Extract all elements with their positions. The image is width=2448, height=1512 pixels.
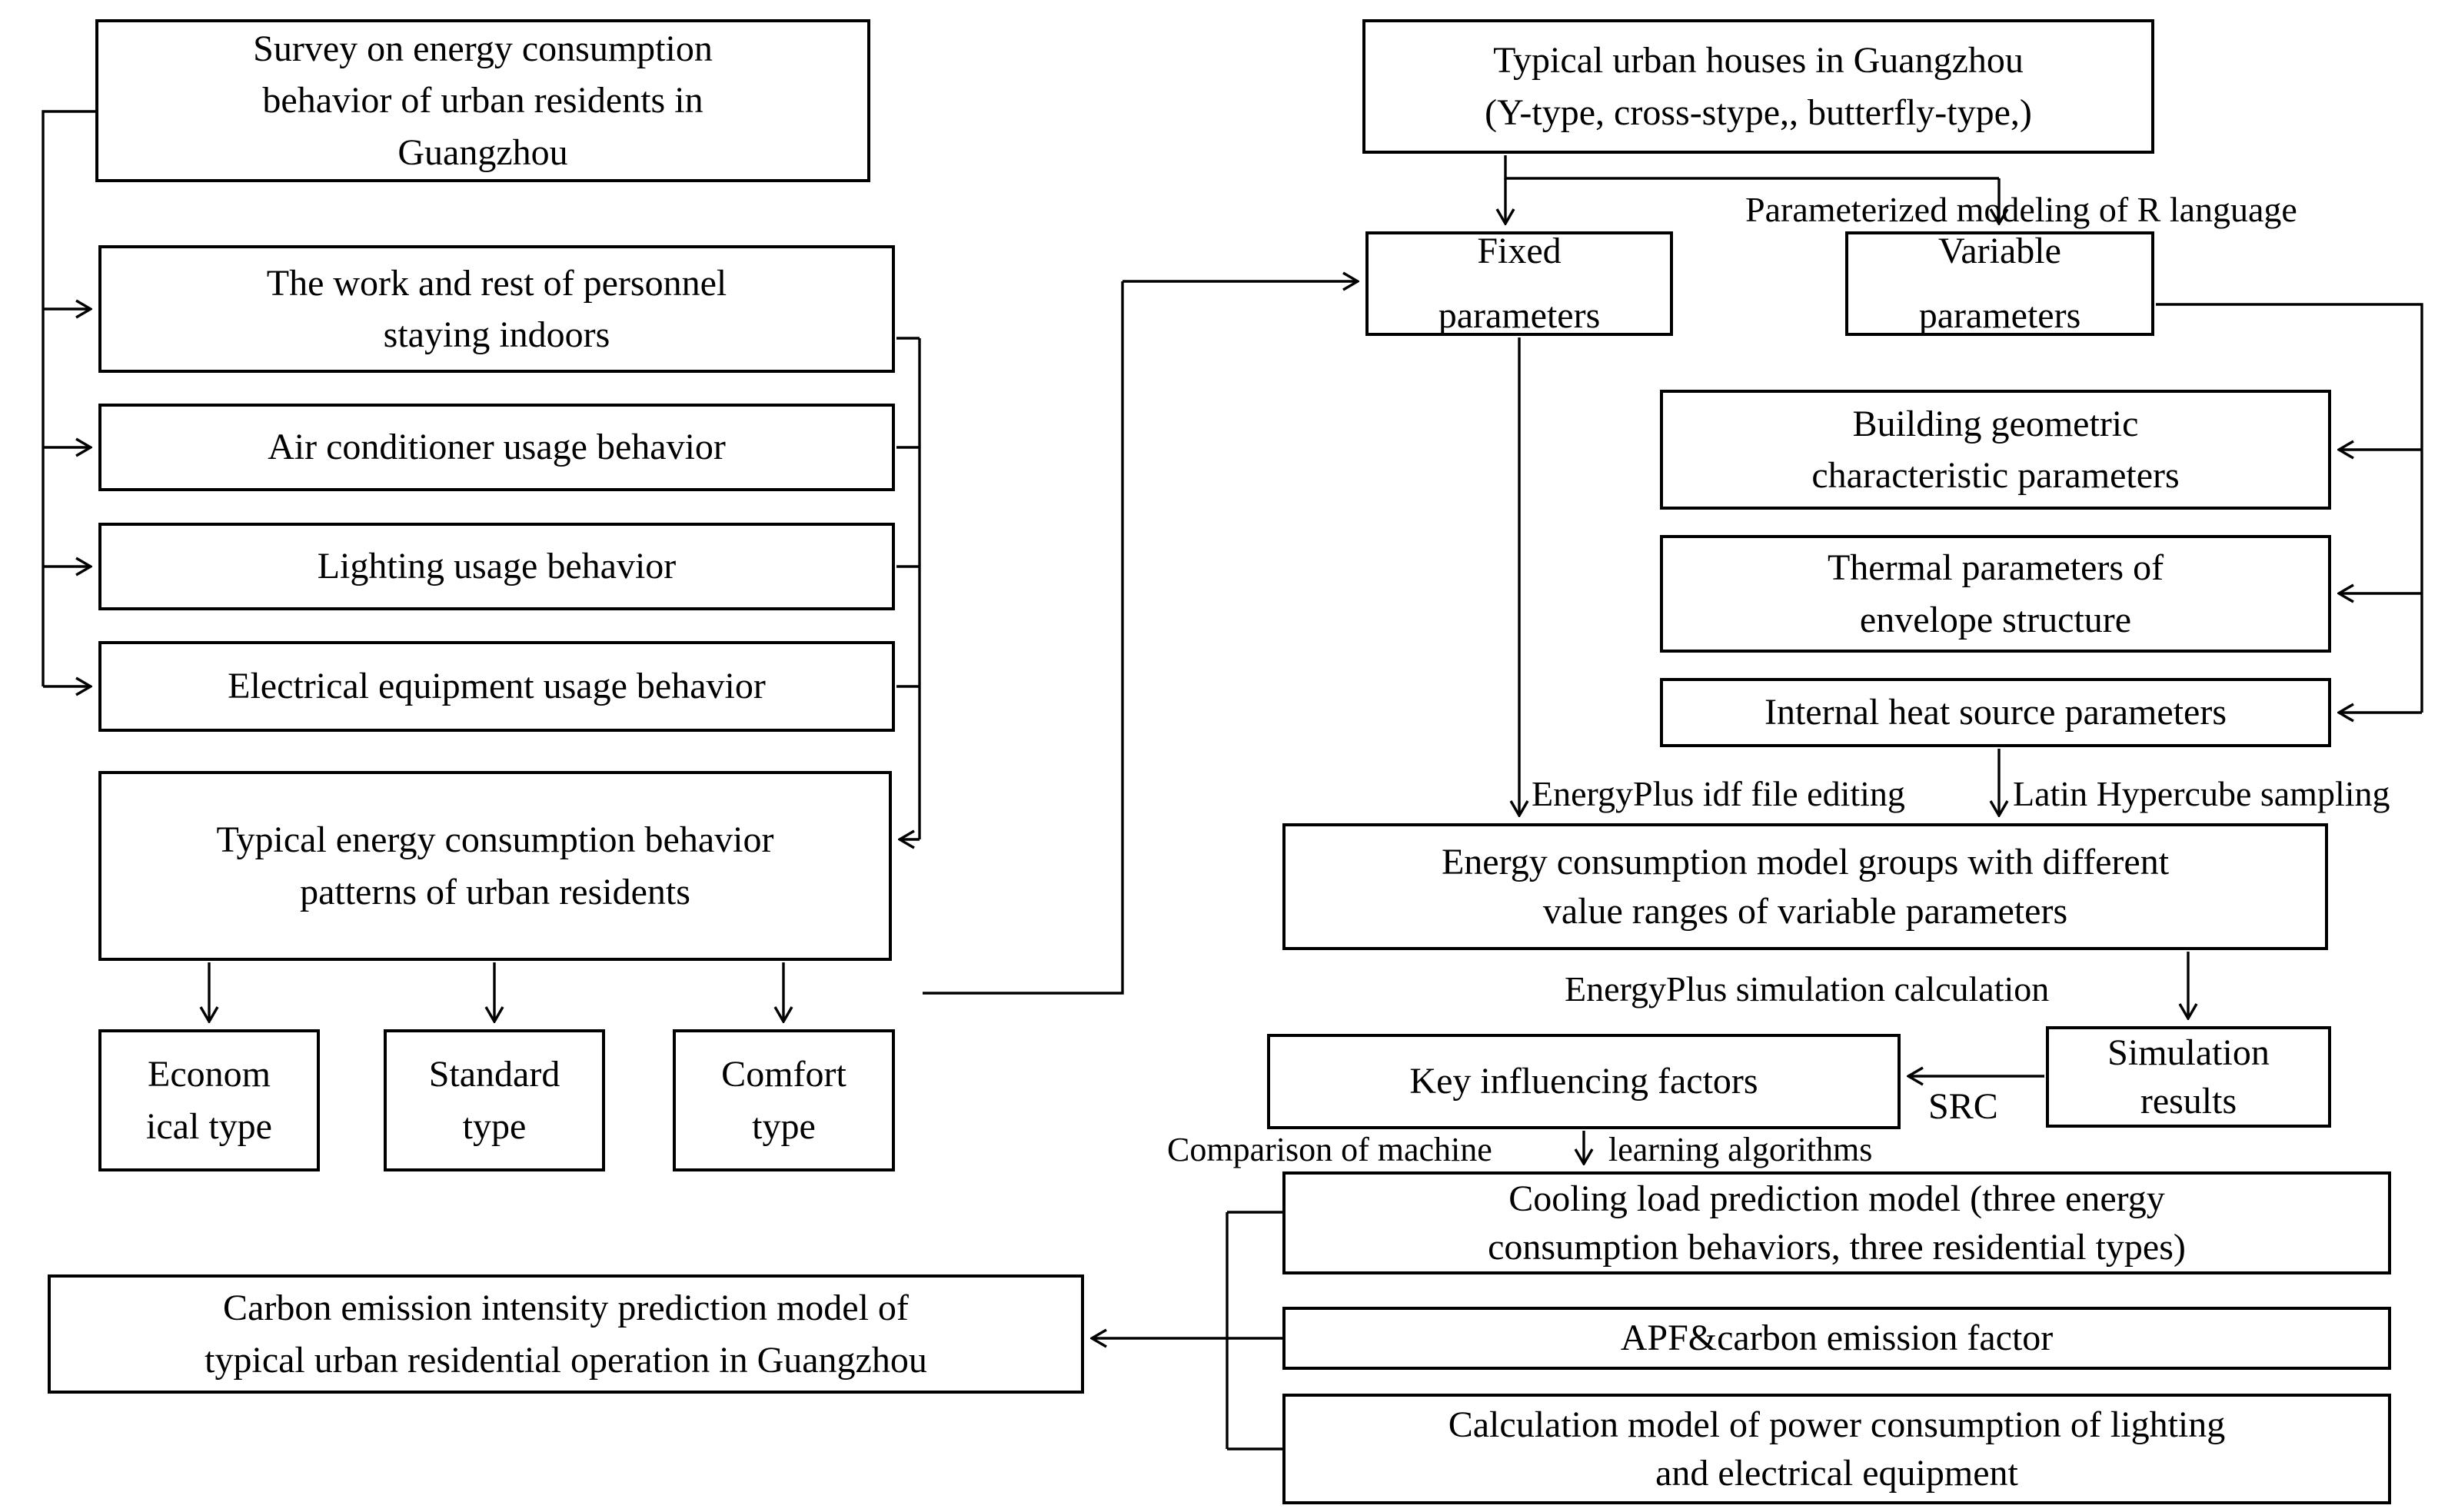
wire-left-to-fixed: [923, 281, 1124, 995]
node-lighting-box: Lighting usage behavior: [98, 523, 895, 610]
node-economical-type-box: Econom ical type: [98, 1029, 320, 1171]
node-thermal-envelope-box: Thermal parameters of envelope structure: [1660, 535, 2331, 653]
label-comparison-left: Comparison of machine: [1167, 1131, 1492, 1168]
node-typical-houses-box: Typical urban houses in Guangzhou (Y-typ…: [1362, 19, 2154, 154]
node-standard-type-box: Standard type: [384, 1029, 605, 1171]
node-carbon-model-box: Carbon emission intensity prediction mod…: [48, 1274, 1084, 1394]
wire-variable-to-params: [2156, 303, 2423, 713]
node-key-factors-box: Key influencing factors: [1267, 1034, 1901, 1129]
label-comparison-right: learning algorithms: [1608, 1131, 1873, 1168]
wire-models-bracket: [1226, 1211, 1282, 1451]
node-electrical-box: Electrical equipment usage behavior: [98, 641, 895, 732]
label-latin-sampling: Latin Hypercube sampling: [2013, 774, 2390, 813]
node-simulation-results-box: Simulation results: [2046, 1026, 2331, 1128]
node-typical-patterns-box: Typical energy consumption behavior patt…: [98, 771, 892, 961]
node-calc-power-box: Calculation model of power consumption o…: [1282, 1394, 2391, 1504]
label-r-language: Parameterized modeling of R language: [1745, 190, 2297, 229]
node-model-groups-box: Energy consumption model groups with dif…: [1282, 823, 2328, 950]
label-src: SRC: [1928, 1086, 1998, 1127]
node-work-rest-box: The work and rest of personnel staying i…: [98, 245, 895, 373]
node-fixed-parameters-box: Fixed parameters: [1365, 231, 1673, 336]
label-idf-editing: EnergyPlus idf file editing: [1532, 774, 1905, 813]
node-apf-factor-box: APF&carbon emission factor: [1282, 1307, 2391, 1370]
node-cooling-load-box: Cooling load prediction model (three ene…: [1282, 1171, 2391, 1274]
node-internal-heat-box: Internal heat source parameters: [1660, 678, 2331, 747]
wire-survey-spine: [42, 110, 95, 686]
node-variable-parameters-box: Variable parameters: [1845, 231, 2154, 336]
node-building-geometric-box: Building geometric characteristic parame…: [1660, 390, 2331, 510]
node-air-conditioner-box: Air conditioner usage behavior: [98, 404, 895, 491]
wire-houses-split: [1504, 155, 1999, 180]
node-survey-box: Survey on energy consumption behavior of…: [95, 19, 870, 182]
wire-behaviors-collector: [896, 337, 921, 839]
label-simulation-calc: EnergyPlus simulation calculation: [1565, 969, 2050, 1009]
node-comfort-type-box: Comfort type: [673, 1029, 895, 1171]
